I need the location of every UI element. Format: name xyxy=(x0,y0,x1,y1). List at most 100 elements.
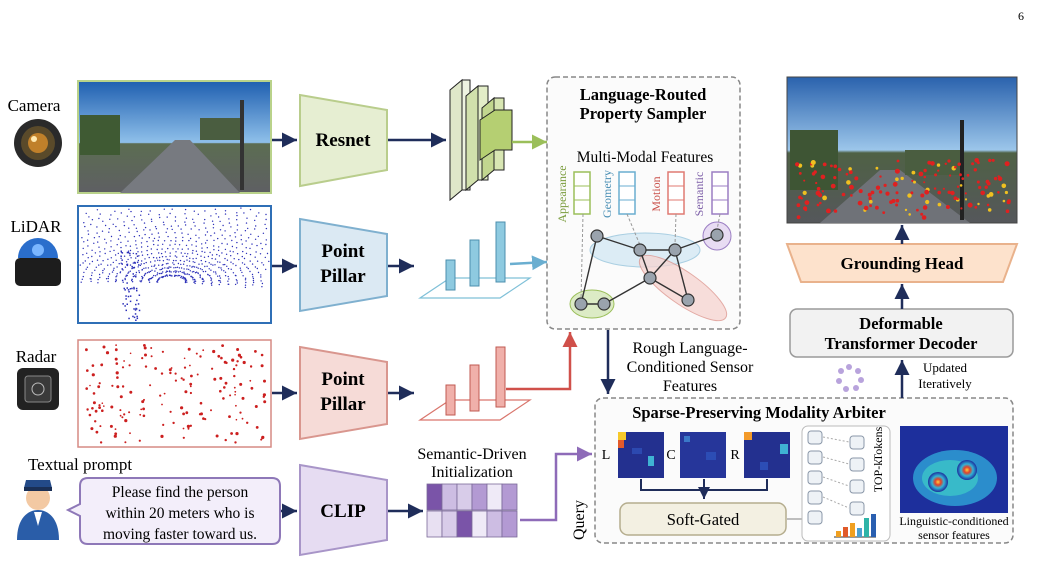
projected-point xyxy=(819,201,822,205)
lidar-point xyxy=(176,256,178,258)
lidar-icon xyxy=(15,238,61,286)
lidar-point xyxy=(147,245,149,248)
lidar-point xyxy=(139,264,142,267)
lidar-point xyxy=(118,229,121,232)
lidar-point xyxy=(151,233,153,235)
lidar-point xyxy=(83,241,85,243)
lidar-point xyxy=(191,271,194,273)
lidar-point xyxy=(98,246,100,248)
lidar-point xyxy=(149,270,152,273)
lidar-point xyxy=(170,266,172,268)
lidar-point xyxy=(228,278,230,280)
lidar-point xyxy=(170,225,173,227)
radar-point xyxy=(88,413,92,417)
radar-point xyxy=(102,345,106,349)
output-image xyxy=(786,76,1018,224)
projected-point xyxy=(895,177,899,181)
projected-point xyxy=(821,190,825,193)
lidar-point xyxy=(129,264,132,266)
lidar-point xyxy=(138,270,140,272)
radar-point xyxy=(119,414,122,417)
lidar-point xyxy=(162,271,164,273)
lidar-point xyxy=(180,275,183,278)
lidar-point xyxy=(115,225,117,228)
lidar-point xyxy=(161,256,164,258)
lidar-point xyxy=(146,254,149,256)
lidar-point xyxy=(178,244,181,246)
lidar-point xyxy=(249,208,252,211)
lidar-point xyxy=(89,278,92,280)
radar-point xyxy=(239,382,243,386)
lidar-point xyxy=(131,267,133,270)
lidar-point xyxy=(211,257,213,260)
decoder-title-2: Transformer Decoder xyxy=(825,334,978,353)
lidar-point xyxy=(247,237,250,239)
lidar-point xyxy=(120,255,122,257)
lidar-point xyxy=(188,273,190,276)
lidar-point xyxy=(232,251,234,253)
lidar-point xyxy=(95,266,98,268)
init-cell xyxy=(471,483,488,511)
lidar-point xyxy=(160,252,163,255)
radar-point xyxy=(168,368,172,372)
lidar-point xyxy=(209,275,211,277)
lidar-point xyxy=(135,319,137,321)
lidar-point xyxy=(226,259,229,261)
lidar-point xyxy=(199,275,201,277)
lidar-point xyxy=(224,248,227,251)
lidar-point xyxy=(107,277,110,280)
lidar-point xyxy=(90,223,92,226)
lidar-point xyxy=(184,224,187,226)
grounding-head-label: Grounding Head xyxy=(841,254,965,273)
projected-point xyxy=(925,199,930,205)
lidar-point xyxy=(261,262,263,264)
lidar-point xyxy=(135,271,138,274)
lidar-point xyxy=(82,247,84,250)
lidar-point xyxy=(218,283,220,286)
lidar-point xyxy=(110,257,113,259)
lidar-point xyxy=(240,234,242,236)
radar-point xyxy=(261,436,264,440)
lidar-point xyxy=(126,274,128,277)
projected-point xyxy=(875,166,879,170)
projected-point xyxy=(911,179,914,182)
lidar-point xyxy=(175,240,177,242)
lidar-point xyxy=(151,269,153,271)
lidar-point xyxy=(236,280,238,282)
radar-icon xyxy=(17,368,59,410)
radar-point xyxy=(234,390,237,393)
lidar-point xyxy=(210,277,212,279)
lidar-point xyxy=(170,240,172,242)
person-icon xyxy=(17,480,59,540)
lidar-point xyxy=(220,269,223,271)
projected-point xyxy=(986,181,991,186)
projected-point xyxy=(854,176,859,181)
lidar-point xyxy=(190,228,192,230)
lidar-point xyxy=(114,210,116,212)
lidar-point xyxy=(174,255,176,257)
lidar-point xyxy=(152,240,154,242)
projected-point xyxy=(830,164,833,168)
projected-point xyxy=(878,190,883,194)
radar-point xyxy=(163,392,166,395)
radar-point xyxy=(114,348,118,352)
projected-point xyxy=(959,184,963,187)
output-features-line-2: sensor features xyxy=(918,528,990,542)
radar-point xyxy=(182,427,185,430)
projected-point xyxy=(894,168,900,174)
lidar-point xyxy=(102,269,104,272)
semantic-init-line-1: Semantic-Driven xyxy=(417,446,526,463)
radar-point xyxy=(98,404,101,407)
lidar-point xyxy=(205,227,207,229)
lidar-point xyxy=(265,213,267,216)
lidar-point xyxy=(119,234,122,237)
radar-point xyxy=(254,405,258,408)
lidar-point xyxy=(157,244,159,246)
lidar-point xyxy=(217,275,219,277)
lidar-point xyxy=(221,252,223,254)
lidar-point xyxy=(177,225,179,227)
lidar-point xyxy=(177,248,179,250)
projected-point xyxy=(924,189,930,195)
init-cell xyxy=(441,483,458,511)
lidar-point xyxy=(112,223,114,225)
